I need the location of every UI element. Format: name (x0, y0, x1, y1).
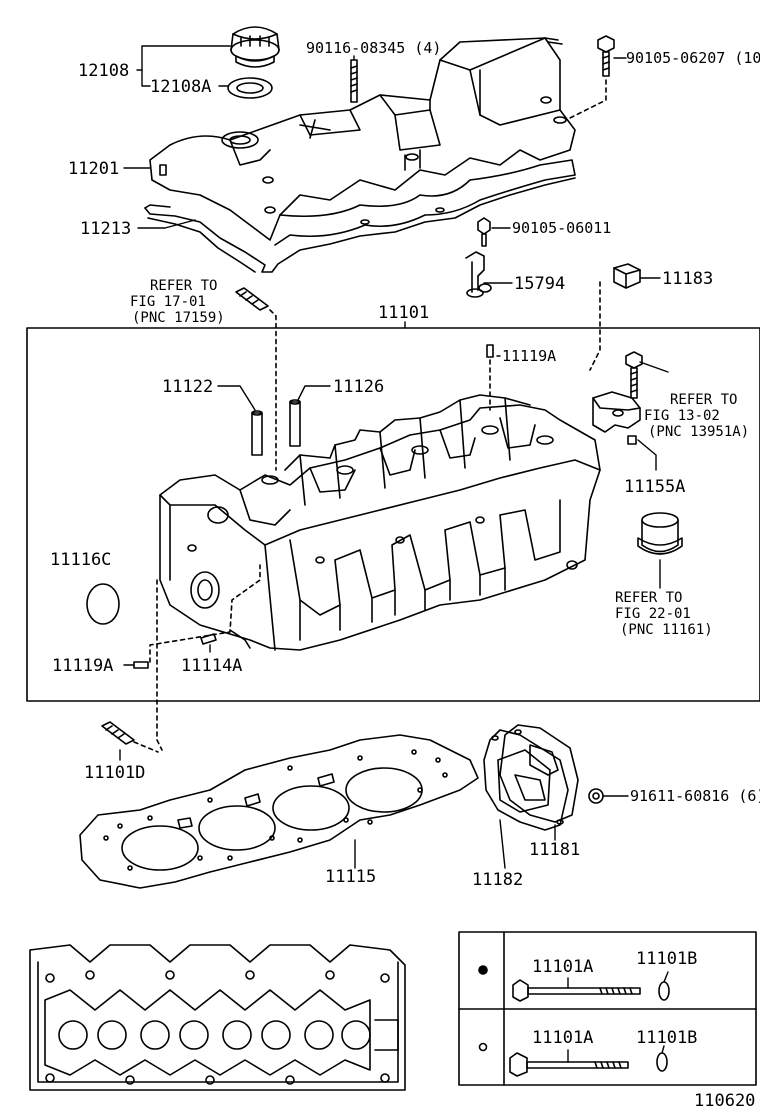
dowel-pins-drawing (251, 399, 301, 456)
refer-fig22-line3: (PNC 11161) (620, 622, 713, 638)
camshaft-sensor-drawing (465, 251, 492, 298)
pin-leader-dashed-2 (149, 564, 261, 663)
cam-end-plug-drawing (613, 263, 641, 289)
stud-leader-dashed-3 (133, 741, 159, 753)
label-15794: 15794 (514, 274, 565, 294)
refer-fig22-line2: FIG 22-01 (615, 606, 691, 622)
small-bolt-drawing (477, 217, 491, 247)
label-11119a-top: 11119A (502, 347, 556, 365)
refer-fig22-line1: REFER TO (615, 590, 682, 606)
label-11181: 11181 (529, 840, 580, 860)
label-11116c: 11116C (50, 550, 111, 570)
head-bolt-table (458, 931, 757, 1086)
refer-fig17-line1: REFER TO (150, 278, 217, 294)
cylinder-head-drawing (159, 394, 601, 651)
refer-fig13-line1: REFER TO (670, 392, 737, 408)
oil-filler-cap-drawing (230, 26, 280, 68)
label-table-11101a-1: 11101A (532, 957, 593, 977)
timing-plate-11181-drawing (499, 724, 579, 823)
small-pin-11119a-top (486, 344, 494, 358)
label-11122: 11122 (162, 377, 213, 397)
label-table-11101a-2: 11101A (532, 1028, 593, 1048)
refer-fig13-line2: FIG 13-02 (644, 408, 720, 424)
small-pin-11119a-bottom (133, 661, 149, 669)
bearing-cap-plug-drawing (637, 512, 683, 555)
cylinder-head-bottom-view (29, 944, 406, 1091)
label-11183: 11183 (662, 269, 713, 289)
label-11155a: 11155A (624, 477, 685, 497)
label-90105-06207: 90105-06207 (10) (626, 49, 760, 67)
label-11126: 11126 (333, 377, 384, 397)
open-dot-marker (478, 1042, 488, 1052)
small-pin-11114a (200, 633, 217, 645)
refer-stud-drawing (235, 287, 269, 311)
stud-leader-dashed (269, 309, 277, 471)
label-table-11101b-1: 11101B (636, 949, 697, 969)
nut-91611-drawing (588, 788, 604, 804)
label-11115: 11115 (325, 867, 376, 887)
cover-gasket-drawing (144, 177, 576, 273)
bolt-leader-dashed (569, 79, 607, 119)
head-bolt-washer-2 (656, 1052, 668, 1072)
refer-fig13-line3: (PNC 13951A) (648, 424, 749, 440)
refer-fig17-line3: (PNC 17159) (132, 310, 225, 326)
cover-stud-drawing (350, 59, 358, 103)
cylinder-head-assembly-frame (26, 327, 760, 702)
head-bolt-washer-1 (658, 981, 670, 1001)
label-11101: 11101 (378, 303, 429, 323)
label-11119a-bottom: 11119A (52, 656, 113, 676)
leader-lines (119, 45, 669, 1063)
timing-gasket-11182-drawing (483, 729, 569, 831)
cam-bearing-cap-drawing (592, 391, 641, 433)
cup-plug-11116c-drawing (86, 583, 120, 625)
cylinder-head-cover-drawing (149, 37, 576, 246)
label-11182: 11182 (472, 870, 523, 890)
plug-leader-dashed (589, 281, 601, 371)
part-labels: 12108 12108A 90116-08345 (4) 90105-06207… (50, 39, 760, 1111)
stud-11101d-drawing (101, 721, 135, 745)
label-91611-60816: 91611-60816 (6) (630, 787, 760, 805)
figure-number: 110620 (694, 1091, 755, 1111)
filler-cap-gasket-drawing (227, 77, 273, 99)
stud-leader-dashed-2 (156, 579, 163, 751)
filled-dot-marker (478, 965, 488, 975)
refer-fig17-line2: FIG 17-01 (130, 294, 206, 310)
label-11114a: 11114A (181, 656, 242, 676)
label-11213: 11213 (80, 219, 131, 239)
small-pin-11155a (627, 435, 637, 445)
label-table-11101b-2: 11101B (636, 1028, 697, 1048)
label-12108a: 12108A (150, 77, 211, 97)
refer-notes: REFER TO FIG 17-01 (PNC 17159) REFER TO … (130, 278, 749, 638)
cylinder-head-gasket-drawing (79, 734, 479, 889)
bearing-cap-bolt-drawing (625, 351, 643, 399)
head-bolt-long-drawing (512, 979, 641, 1002)
cover-bolt-drawing (597, 35, 615, 77)
label-11101d: 11101D (84, 763, 145, 783)
label-11201: 11201 (68, 159, 119, 179)
head-bolt-short-drawing (509, 1052, 629, 1077)
label-90116-08345: 90116-08345 (4) (306, 39, 441, 57)
label-12108: 12108 (78, 61, 129, 81)
label-90105-06011: 90105-06011 (512, 219, 611, 237)
